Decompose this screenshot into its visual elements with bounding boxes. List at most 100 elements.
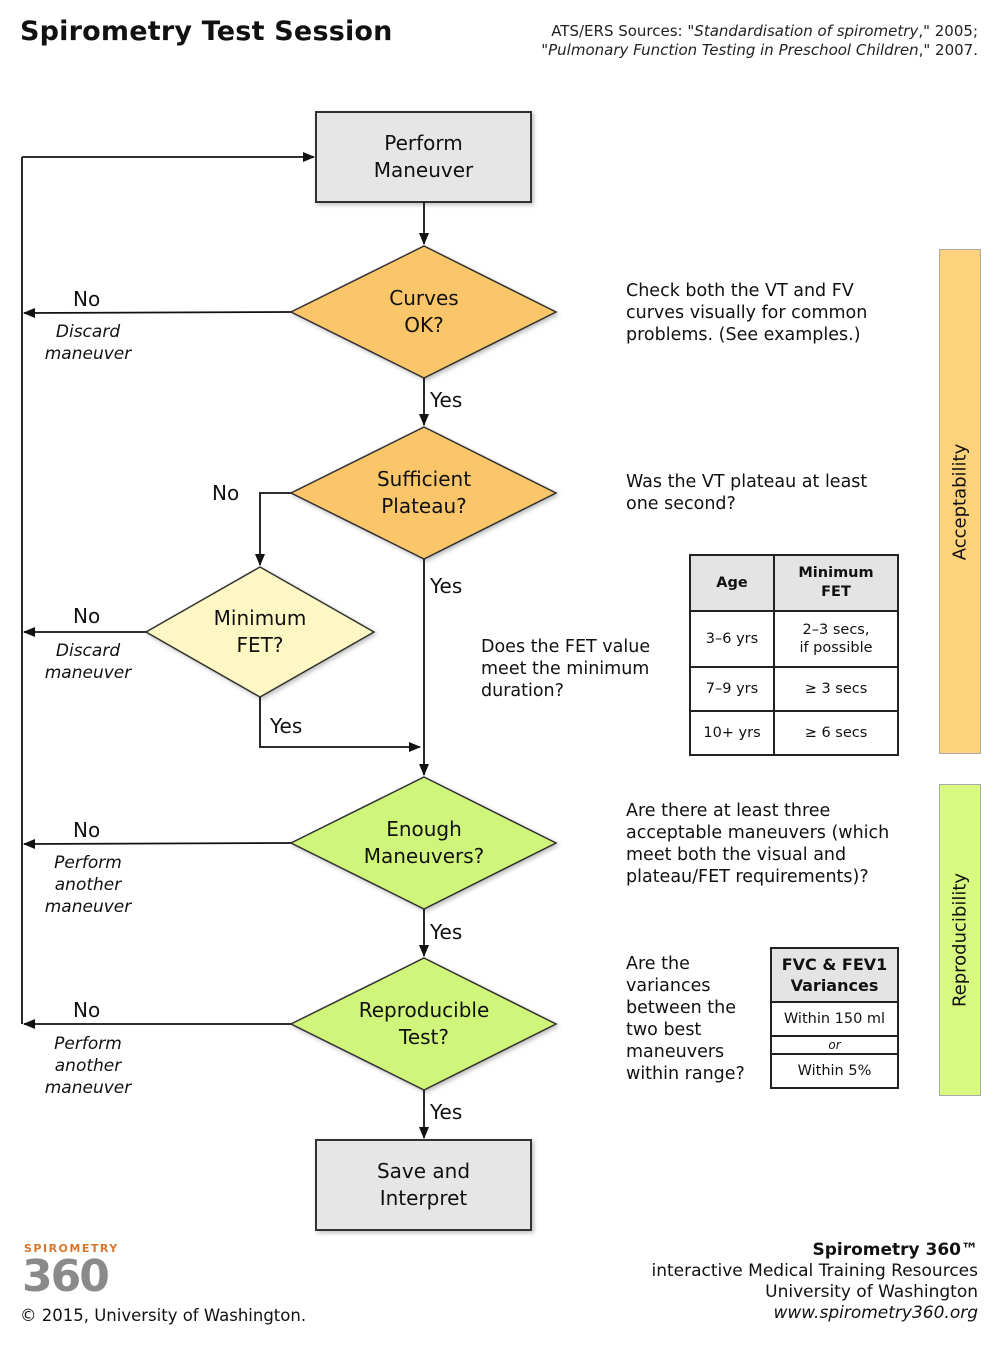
repro-note-line: between the xyxy=(626,998,736,1018)
variance-table-or-row: or xyxy=(770,1035,899,1055)
curves-ok-label: Curves OK? xyxy=(324,285,524,339)
fet-table-age-header: Age xyxy=(689,554,775,612)
plateau-note: Was the VT plateau at least one second? xyxy=(626,471,867,515)
discard-line2: maneuver xyxy=(44,663,132,683)
fet-table-fet-cell: ≥ 6 secs xyxy=(773,710,899,756)
arrow-plateau-no-to-fet xyxy=(255,492,291,566)
discard-line1: Discard xyxy=(55,322,121,342)
arrow-enough-no xyxy=(23,838,292,849)
perform-line2: Maneuver xyxy=(373,158,474,182)
fet-table-row: 7–9 yrs ≥ 3 secs xyxy=(689,666,899,712)
variance-table: FVC & FEV1 Variances Within 150 ml or Wi… xyxy=(770,947,899,1089)
brand-url-link[interactable]: www.spirometry360.org xyxy=(773,1303,978,1323)
curves-note-line: Check both the VT and FV xyxy=(626,281,854,301)
source1-year: ," 2005; xyxy=(918,22,978,40)
discard-line2: maneuver xyxy=(44,344,132,364)
repro-note-line: within range? xyxy=(626,1064,745,1084)
save-line2: Interpret xyxy=(379,1186,468,1210)
repro-note: Are the variances between the two best m… xyxy=(626,953,745,1085)
plateau-yes-label: Yes xyxy=(430,574,463,598)
curves-note-line: problems. (See examples.) xyxy=(626,325,861,345)
acceptability-label: Acceptability xyxy=(949,443,971,560)
variance-table-header: FVC & FEV1 Variances xyxy=(770,947,899,1003)
fet-table: Age Minimum FET 3–6 yrs 2–3 secs, if pos… xyxy=(689,554,899,756)
enough-note-line: meet both the visual and xyxy=(626,845,847,865)
plateau-no-label: No xyxy=(212,481,240,505)
source2-title: Pulmonary Function Testing in Preschool … xyxy=(548,41,919,59)
source1-title: Standardisation of spirometry xyxy=(694,22,919,40)
reproducibility-band: Reproducibility xyxy=(939,784,981,1096)
another-line1: Perform xyxy=(54,853,122,873)
perform-maneuver-box xyxy=(315,111,532,203)
enough-note-line: acceptable maneuvers (which xyxy=(626,823,890,843)
acceptability-band: Acceptability xyxy=(939,249,981,754)
fet-table-fet-cell: ≥ 3 secs xyxy=(773,666,899,712)
variance-table-row: Within 5% xyxy=(770,1053,899,1089)
save-interpret-box xyxy=(315,1139,532,1231)
source2-year: ," 2007. xyxy=(918,41,978,59)
fet-table-header-row: Age Minimum FET xyxy=(689,554,899,612)
brand-block: Spirometry 360™ interactive Medical Trai… xyxy=(651,1240,978,1324)
fet-line2: FET? xyxy=(236,633,284,657)
fet-table-fet-cell: 2–3 secs, if possible xyxy=(773,610,899,668)
enough-no-label: No xyxy=(73,818,101,842)
arrow-curves-no xyxy=(23,307,292,318)
curves-yes-label: Yes xyxy=(430,388,463,412)
sufficient-plateau-label: Sufficient Plateau? xyxy=(324,466,524,520)
fet-cell-line2: if possible xyxy=(799,640,873,656)
variance-table-row: Within 150 ml xyxy=(770,1001,899,1037)
curves-line1: Curves xyxy=(389,286,459,310)
fet-discard-text: Discard maneuver xyxy=(28,640,148,684)
fet-table-row: 3–6 yrs 2–3 secs, if possible xyxy=(689,610,899,668)
copyright: © 2015, University of Washington. xyxy=(20,1306,307,1325)
repro-no-label: No xyxy=(73,998,101,1022)
fet-table-fet-header: Minimum FET xyxy=(773,554,899,612)
curves-line2: OK? xyxy=(404,313,444,337)
enough-note: Are there at least three acceptable mane… xyxy=(626,800,889,888)
curves-discard-text: Discard maneuver xyxy=(28,321,148,365)
repro-note-line: Are the xyxy=(626,954,690,974)
plateau-line1: Sufficient xyxy=(376,467,472,491)
brand-line2: interactive Medical Training Resources xyxy=(651,1261,978,1281)
fet-header-line2: FET xyxy=(821,584,851,600)
fet-note-line: duration? xyxy=(481,681,564,701)
enough-maneuvers-label: Enough Maneuvers? xyxy=(324,816,524,870)
another-line2: another xyxy=(54,1056,122,1076)
discard-line1: Discard xyxy=(55,641,121,661)
enough-line1: Enough xyxy=(386,817,462,841)
sources-prefix: ATS/ERS Sources: " xyxy=(551,22,695,40)
plateau-note-line: one second? xyxy=(626,494,736,514)
another-line3: maneuver xyxy=(44,897,132,917)
enough-line2: Maneuvers? xyxy=(363,844,485,868)
fet-table-age-cell: 10+ yrs xyxy=(689,710,775,756)
variance-table-header-row: FVC & FEV1 Variances xyxy=(770,947,899,1003)
reproducibility-label: Reproducibility xyxy=(949,872,971,1008)
variance-header-line2: Variances xyxy=(790,976,879,995)
curves-no-label: No xyxy=(73,287,101,311)
repro-another-text: Perform another maneuver xyxy=(28,1033,148,1099)
arrow-fet-yes-to-main xyxy=(259,697,421,752)
reproducible-test-label: Reproducible Test? xyxy=(324,997,524,1051)
repro-line1: Reproducible xyxy=(358,998,490,1022)
another-line3: maneuver xyxy=(44,1078,132,1098)
fet-table-row: 10+ yrs ≥ 6 secs xyxy=(689,710,899,756)
perform-line1: Perform xyxy=(384,131,463,155)
fet-note-line: meet the minimum xyxy=(481,659,650,679)
variance-header-line1: FVC & FEV1 xyxy=(781,955,888,974)
repro-note-line: maneuvers xyxy=(626,1042,725,1062)
brand-name: Spirometry 360™ xyxy=(812,1240,978,1260)
brand-line3: University of Washington xyxy=(765,1282,978,1302)
repro-note-line: variances xyxy=(626,976,711,996)
fet-table-age-cell: 3–6 yrs xyxy=(689,610,775,668)
perform-maneuver-label: Perform Maneuver xyxy=(316,130,531,184)
variance-row2-cell: Within 5% xyxy=(770,1053,899,1089)
fet-note-line: Does the FET value xyxy=(481,637,651,657)
fet-cell-line1: 2–3 secs, xyxy=(802,622,870,638)
source2-open: " xyxy=(541,41,549,59)
enough-another-text: Perform another maneuver xyxy=(28,852,148,918)
plateau-note-line: Was the VT plateau at least xyxy=(626,472,868,492)
another-line2: another xyxy=(54,875,122,895)
save-interpret-label: Save and Interpret xyxy=(316,1158,531,1212)
variance-or-cell: or xyxy=(770,1035,899,1055)
